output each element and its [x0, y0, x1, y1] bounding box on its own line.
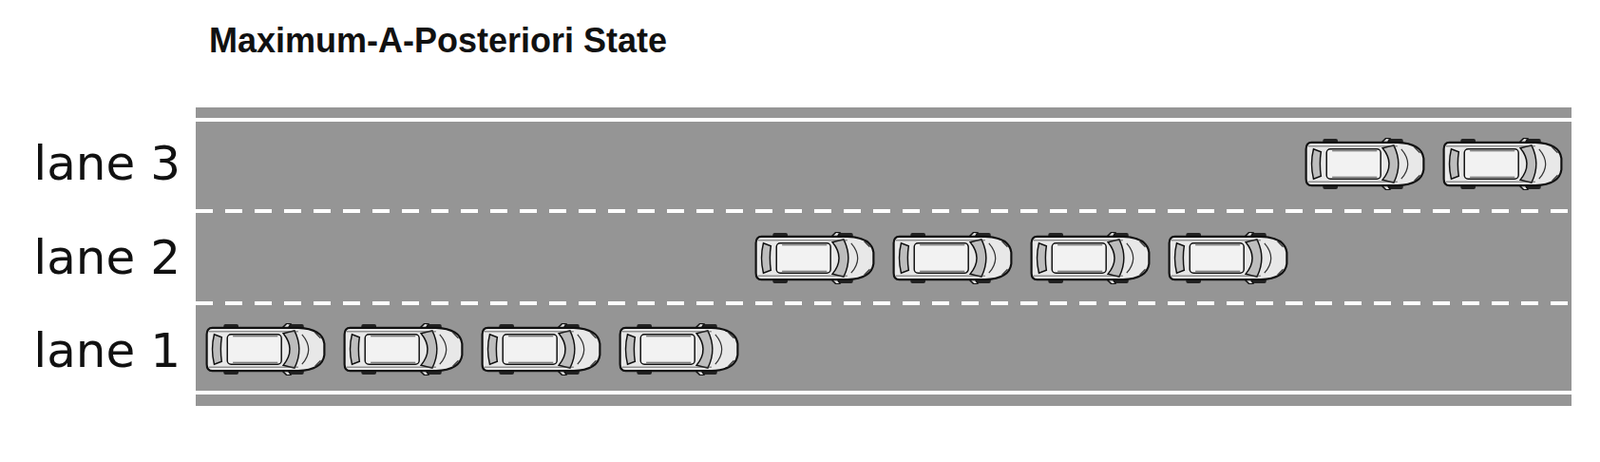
lane-label: lane 3 — [33, 135, 181, 191]
lane-label: lane 1 — [33, 323, 181, 379]
lane-label: lane 2 — [33, 229, 181, 286]
title: Maximum-A-Posteriori State — [209, 20, 667, 61]
